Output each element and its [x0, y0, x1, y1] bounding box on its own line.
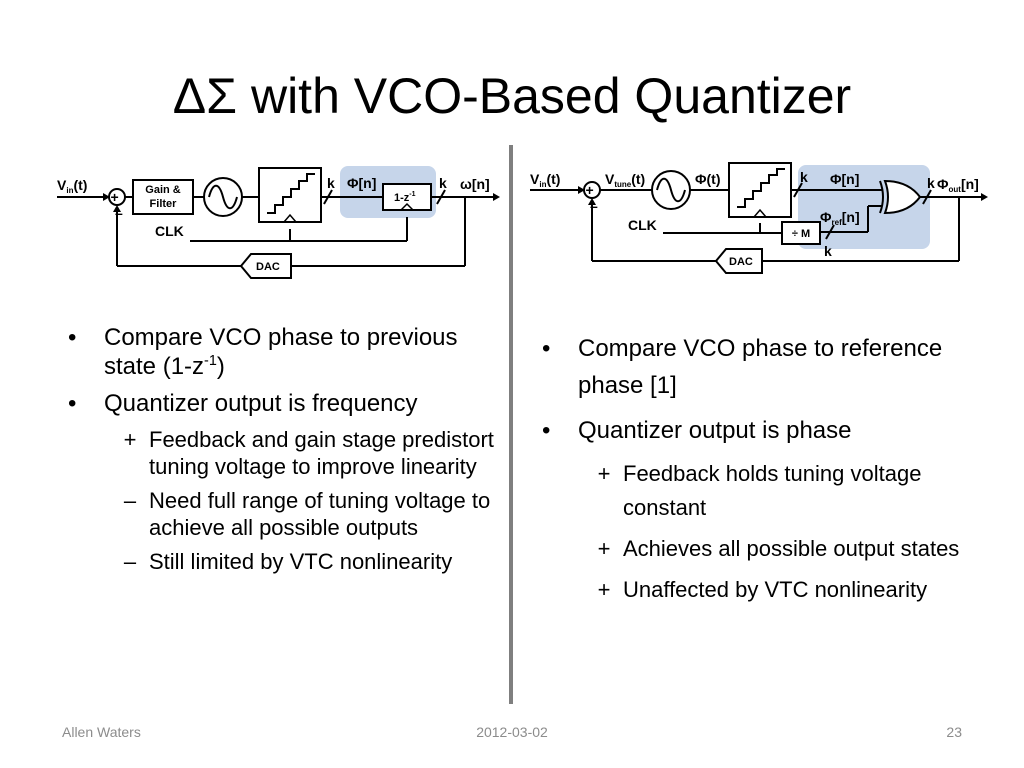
divide-by-m-label: ÷ M — [792, 228, 810, 240]
right-dac-block — [714, 248, 763, 274]
phi-ref-label: Φref[n] — [820, 209, 860, 227]
left-sum-minus: – — [115, 205, 123, 221]
plus-marker: + — [123, 427, 137, 452]
right-k-label-3: k — [824, 243, 832, 259]
right-subbullet-3: +Unaffected by VTC nonlinearity — [537, 573, 977, 607]
left-bullet-2: Quantizer output is frequency — [63, 389, 503, 418]
gain-filter-label-2: Filter — [150, 198, 178, 210]
left-subbullet-1: +Feedback and gain stage predistort tuni… — [63, 426, 503, 480]
delay-label: 1-z-1 — [394, 191, 416, 204]
right-block-diagram: Vin(t) + – Vtune(t) Φ(t) k Φ[n] — [528, 160, 998, 285]
slide-title: ΔΣ with VCO-Based Quantizer — [172, 68, 852, 124]
plus-marker: + — [597, 536, 611, 561]
footer-page-number: 23 — [946, 724, 962, 740]
left-k-label-2: k — [439, 175, 447, 191]
footer-author: Allen Waters — [62, 724, 141, 740]
left-dac-block — [239, 253, 292, 279]
plus-marker: + — [597, 461, 611, 486]
gain-filter-block — [132, 179, 194, 215]
vco-sine-icon — [651, 170, 691, 210]
minus-marker: – — [123, 549, 137, 574]
left-input-label: Vin(t) — [57, 177, 87, 195]
xor-gate-icon — [879, 179, 922, 215]
quantizer-staircase-icon — [728, 162, 792, 218]
phi-out-label: Φout[n] — [937, 176, 979, 194]
right-bullet-list: Compare VCO phase to reference phase [1]… — [537, 330, 977, 614]
right-sum-plus: + — [586, 182, 594, 198]
right-bullet-2: Quantizer output is phase — [537, 412, 977, 449]
right-sum-minus: – — [590, 198, 598, 214]
left-output-label: ω[n] — [460, 176, 490, 192]
right-k-label-1: k — [800, 169, 808, 185]
left-bullet-1: Compare VCO phase to previous state (1-z… — [63, 323, 503, 381]
right-subbullet-1: +Feedback holds tuning voltage constant — [537, 457, 977, 525]
left-k-label-1: k — [327, 175, 335, 191]
gain-filter-label-1: Gain & — [145, 184, 181, 196]
minus-marker: – — [123, 488, 137, 513]
plus-marker: + — [597, 577, 611, 602]
left-clk-label: CLK — [155, 223, 184, 239]
left-phi-label: Φ[n] — [347, 175, 376, 191]
right-subbullet-2: +Achieves all possible output states — [537, 532, 977, 566]
column-divider — [509, 145, 513, 704]
tune-voltage-label: Vtune(t) — [605, 171, 645, 189]
footer-date: 2012-03-02 — [476, 724, 548, 740]
right-clk-label: CLK — [628, 217, 657, 233]
left-bullet-list: Compare VCO phase to previous state (1-z… — [63, 323, 503, 582]
left-dac-label: DAC — [256, 261, 280, 273]
left-sum-plus: + — [111, 189, 119, 205]
right-input-label: Vin(t) — [530, 171, 560, 189]
right-bullet-1: Compare VCO phase to reference phase [1] — [537, 330, 977, 404]
right-k-label-2: k — [927, 175, 935, 191]
right-dac-label: DAC — [729, 256, 753, 268]
left-block-diagram: Vin(t) + – Gain & Filter k — [55, 160, 510, 285]
quantizer-staircase-icon — [258, 167, 322, 223]
left-subbullet-3: –Still limited by VTC nonlinearity — [63, 548, 503, 575]
phi-t-label: Φ(t) — [695, 171, 720, 187]
delay-block — [382, 183, 432, 211]
left-subbullet-2: –Need full range of tuning voltage to ac… — [63, 487, 503, 541]
right-phi-n-label: Φ[n] — [830, 171, 859, 187]
vco-sine-icon — [203, 177, 243, 217]
